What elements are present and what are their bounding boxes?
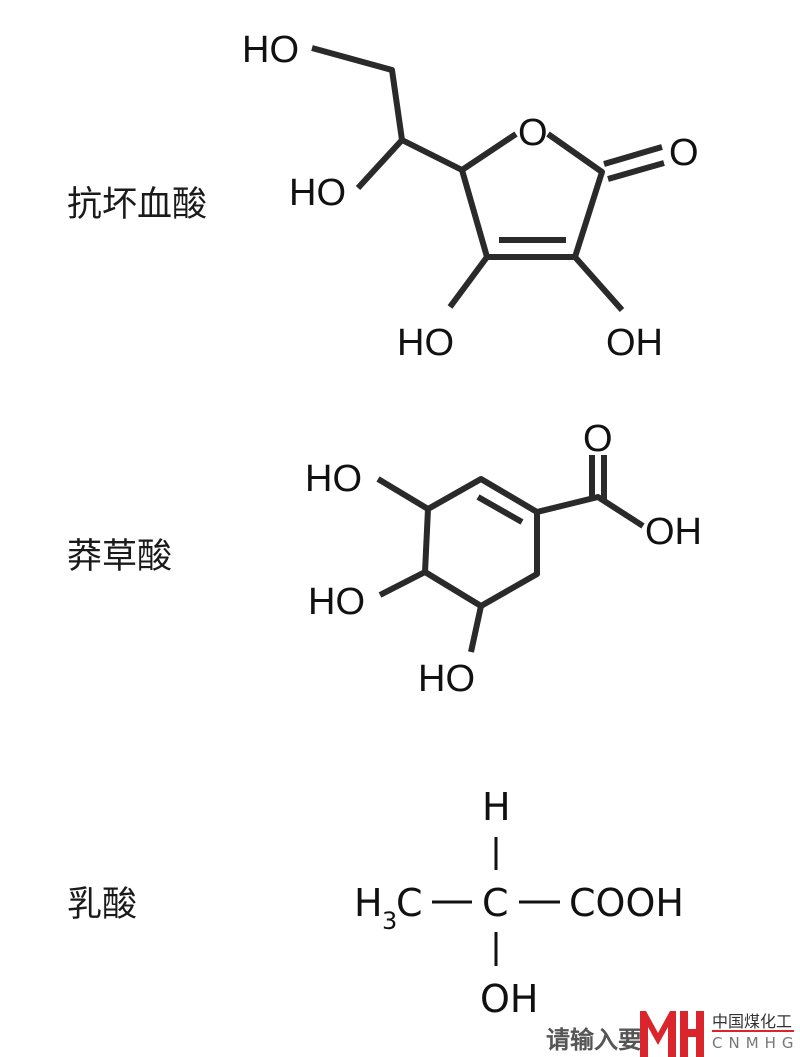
bond bbox=[536, 494, 645, 529]
bond bbox=[572, 255, 625, 312]
ascorbic-acid-structure: HO HO O O HO OH bbox=[242, 29, 699, 364]
shikimic-acid-structure: HO HO HO O OH bbox=[305, 418, 702, 700]
atom-label: H bbox=[354, 881, 383, 925]
atom-label: 3 bbox=[382, 907, 397, 935]
bond bbox=[603, 144, 665, 182]
watermark-rule bbox=[712, 1030, 794, 1032]
atom-label: OH bbox=[606, 322, 663, 364]
atom-label: OH bbox=[645, 511, 702, 553]
bond bbox=[476, 494, 524, 525]
atom-label: C bbox=[482, 881, 509, 925]
bond bbox=[432, 837, 560, 966]
atom-label: H bbox=[482, 785, 511, 829]
compound-name-shikimic-acid: 莽草酸 bbox=[67, 537, 173, 577]
bond bbox=[460, 131, 518, 173]
bond bbox=[376, 476, 430, 512]
compound-name-lactic-acid: 乳酸 bbox=[67, 885, 138, 925]
atom-label: HO bbox=[289, 172, 346, 214]
bond bbox=[468, 605, 484, 653]
bond bbox=[311, 45, 464, 173]
watermark-logo bbox=[636, 1003, 706, 1057]
bond bbox=[589, 455, 607, 500]
watermark-org-en: CNMHG bbox=[712, 1034, 800, 1052]
atom-label: OH bbox=[480, 977, 538, 1021]
atom-label: O bbox=[669, 132, 699, 174]
compound-name-ascorbic-acid: 抗坏血酸 bbox=[67, 185, 208, 225]
atom-label: C bbox=[396, 881, 423, 925]
atom-label: O bbox=[518, 112, 548, 154]
atom-label: HO bbox=[418, 658, 475, 700]
watermark-input-hint: 请输入要 bbox=[546, 1026, 642, 1054]
atom-label: HO bbox=[308, 581, 365, 623]
lactic-acid-structure: H H 3 C C COOH OH bbox=[354, 785, 684, 1021]
atom-label: HO bbox=[242, 29, 299, 71]
bond bbox=[355, 137, 405, 191]
bond bbox=[447, 255, 490, 309]
mh-logo-icon bbox=[640, 1011, 704, 1057]
atom-label: HO bbox=[397, 322, 454, 364]
atom-label: COOH bbox=[569, 881, 684, 925]
bond bbox=[378, 569, 427, 598]
watermark-org-cn: 中国煤化工 bbox=[712, 1012, 793, 1031]
atom-label: HO bbox=[305, 458, 362, 500]
atom-label: O bbox=[583, 418, 613, 460]
